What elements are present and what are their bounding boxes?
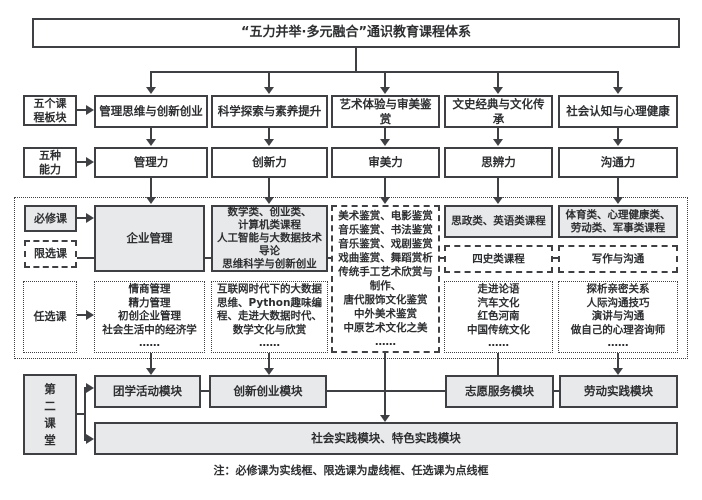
arrowhead-down-branch-3 [380,87,390,94]
arrowhead-down-ac-1 [146,197,156,204]
connector-branch-1 [150,71,152,88]
arrowhead-down-ba-3 [380,139,390,146]
arrowhead-down-ac-2 [264,197,274,204]
label-limited-elective-course: 限选课 [24,240,77,268]
module-box-youth-league: 团学活动模块 [94,375,201,408]
practice-module-box: 社会实践模块、特色实践模块 [94,422,678,455]
arrowhead-right-elective [86,310,94,320]
connector-board-ability-5 [617,128,619,140]
board-box-art: 艺术体验与审美鉴赏 [331,95,440,128]
connector-elective-label [77,314,88,316]
ability-box-aesthetic: 审美力 [331,147,440,178]
module-box-volunteer-service: 志愿服务模块 [445,375,554,408]
board-box-science: 科学探索与素养提升 [211,95,328,128]
course-box-col3-art: 美术鉴赏、电影鉴赏 音乐鉴赏、书法鉴赏 音乐鉴赏、戏剧鉴赏 戏曲鉴赏、舞蹈赏析 … [331,205,440,353]
module-box-labor-practice: 劳动实践模块 [559,375,678,408]
module-box-innovation-entrepreneurship: 创新创业模块 [209,375,327,408]
connector-branch-3 [384,71,386,88]
connector-col2-module [268,353,270,369]
connector-branch-5 [617,71,619,88]
arrowhead-down-ac-5 [613,197,623,204]
ability-box-critical-thinking: 思辨力 [444,147,553,178]
arrowhead-down-branch-4 [493,87,503,94]
arrowhead-down-cm-1 [146,368,156,375]
connector-col1-module [150,353,152,369]
arrowhead-down-ba-1 [146,139,156,146]
limited-box-col4: 四史类课程 [444,245,553,273]
arrowhead-down-ba-4 [493,139,503,146]
elective-box-col1: 情商管理 精力管理 初创企业管理 社会生活中的经济学 …… [94,281,205,353]
connector-col4-module [497,353,499,375]
connector-branch-2 [268,71,270,88]
arrowhead-down-ac-4 [493,197,503,204]
elective-box-col5: 探析亲密关系 人际沟通技巧 演讲与沟通 做自己的心理咨询师 …… [558,281,678,353]
arrowhead-right-required [86,213,94,223]
connector-col5-module [617,353,619,369]
arrowhead-down-cm-2 [264,368,274,375]
arrowhead-down-branch-2 [264,87,274,94]
arrowhead-right-sc-practice [86,434,94,444]
arrowhead-down-ac-3 [380,197,390,204]
required-box-col1: 企业管理 [94,205,205,272]
connector-abilities-label [77,161,88,163]
board-box-history-culture: 文史经典与文化传承 [444,95,553,128]
label-course-boards: 五个课 程板块 [23,95,77,126]
arrowhead-down-cm-3 [380,415,390,422]
elective-box-col2: 互联网时代下的大数据 思维、Python趣味编 程、走进大数据时代、 数学文化与… [211,281,328,353]
diagram-title: “五力并举·多元融合”通识教育课程体系 [32,18,680,48]
board-box-social-psych: 社会认知与心理健康 [558,95,678,128]
required-box-col2: 数学类、创业类、 计算机类课程 人工智能与大数据技术 导论 思维科学与创新创业 [211,205,328,272]
connector-ability-course-3 [384,178,386,198]
elective-box-col4: 走进论语 汽车文化 红色河南 中国传统文化 …… [444,281,553,353]
connector-ability-course-1 [150,178,152,198]
ability-box-innovation: 创新力 [211,147,328,178]
ability-box-communication: 沟通力 [558,147,678,178]
connector-boards-label [77,109,88,111]
ability-box-management: 管理力 [94,147,208,178]
arrowhead-right-sc-modules [86,383,94,393]
connector-branch-4 [497,71,499,88]
connector-sc-branch [84,387,86,441]
connector-title-stem [355,48,357,71]
arrowhead-down-cm-5 [613,368,623,375]
connector-board-ability-4 [497,128,499,140]
connector-module-chain-1 [201,390,209,392]
label-required-course: 必修课 [24,205,77,232]
label-elective-course: 任选课 [23,281,77,353]
connector-module-chain-3 [554,390,559,392]
required-box-col5: 体育类、心理健康类、 劳动类、军事类课程 [558,205,678,238]
arrowhead-down-ba-2 [264,139,274,146]
board-box-management-innovation: 管理思维与创新创业 [94,95,208,128]
course-section-frame [14,197,688,359]
label-second-classroom: 第 二 课 堂 [23,374,77,455]
connector-col3-practice [384,353,386,416]
connector-board-ability-2 [268,128,270,140]
connector-ability-course-5 [617,178,619,198]
connector-required-label [77,217,88,219]
legend-note: 注：必修课为实线框、限选课为虚线框、任选课为点线框 [213,464,489,477]
connector-board-ability-3 [384,128,386,140]
connector-module-chain-2 [327,390,445,392]
connector-ability-course-2 [268,178,270,198]
connector-ability-course-4 [497,178,499,198]
connector-sc-stub [77,413,86,415]
arrowhead-down-branch-1 [146,87,156,94]
arrowhead-right-abilities [86,157,94,167]
label-five-abilities: 五种 能力 [23,147,77,178]
required-box-col4: 思政类、英语类课程 [444,205,553,238]
arrowhead-right-boards [86,105,94,115]
limited-box-col5: 写作与沟通 [558,245,678,273]
arrowhead-down-branch-5 [613,87,623,94]
connector-board-ability-1 [150,128,152,140]
arrowhead-down-ba-5 [613,139,623,146]
